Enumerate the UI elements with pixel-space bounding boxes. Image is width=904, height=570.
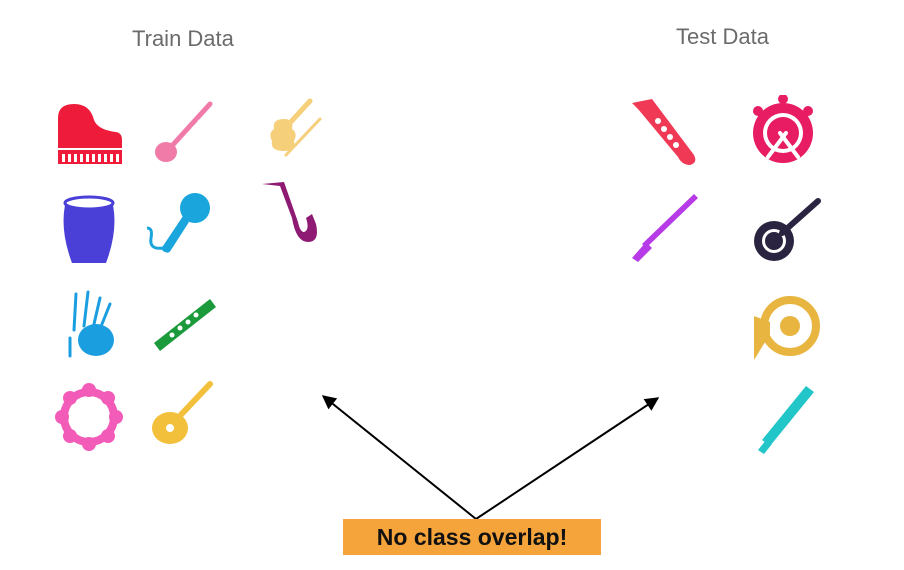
microphone-icon bbox=[143, 190, 213, 260]
arrow-to-train bbox=[321, 395, 477, 520]
recorder-cyan-icon bbox=[754, 384, 824, 454]
french-horn-icon bbox=[752, 290, 822, 360]
tambourine-icon bbox=[54, 382, 124, 452]
callout-label: No class overlap! bbox=[376, 523, 568, 550]
recorder-red-icon bbox=[630, 95, 700, 165]
sitar-icon bbox=[150, 100, 220, 170]
violin-icon bbox=[258, 97, 328, 167]
mandolin-icon bbox=[148, 378, 218, 448]
train-data-heading: Train Data bbox=[132, 26, 234, 51]
conga-drum-icon bbox=[54, 195, 124, 265]
snare-drum-icon bbox=[748, 95, 818, 165]
flute-icon bbox=[148, 285, 218, 355]
saxophone-icon bbox=[258, 178, 328, 248]
clarinet-icon bbox=[630, 192, 700, 262]
callout-box: No class overlap! bbox=[343, 519, 601, 555]
arrow-to-test bbox=[475, 397, 660, 520]
banjo-icon bbox=[752, 195, 822, 265]
grand-piano-icon bbox=[54, 100, 124, 170]
bagpipes-icon bbox=[60, 290, 130, 360]
test-data-heading: Test Data bbox=[676, 24, 769, 49]
